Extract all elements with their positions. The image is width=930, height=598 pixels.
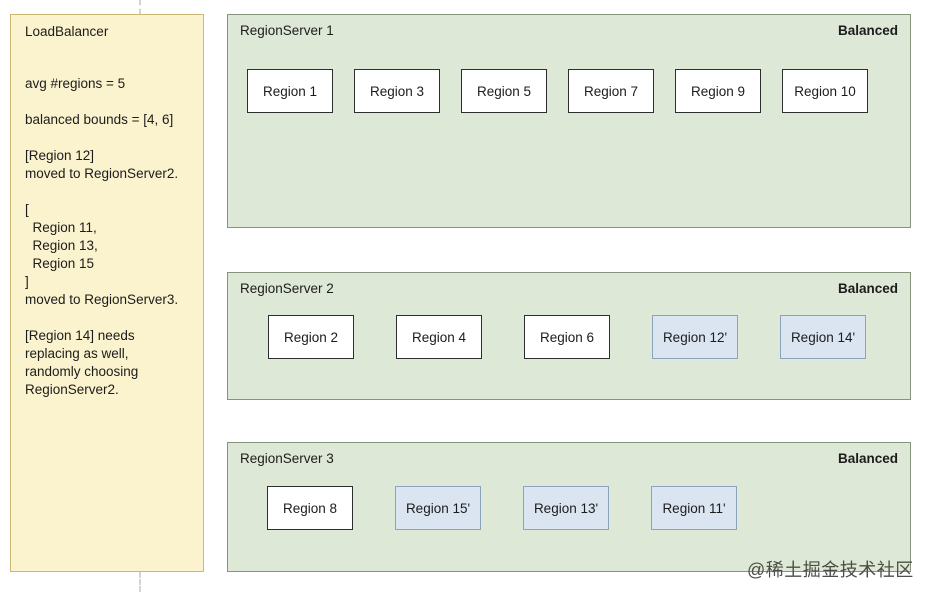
- connector-dashed-line-top: [139, 0, 141, 14]
- note-line: randomly choosing: [25, 364, 139, 379]
- region-box: Region 5: [461, 69, 547, 113]
- regionserver-1-panel: RegionServer 1 Balanced Region 1 Region …: [227, 14, 911, 228]
- server-header: RegionServer 1 Balanced: [228, 15, 910, 38]
- note-line: replacing as well,: [25, 346, 129, 361]
- note-line: [: [25, 202, 29, 217]
- region-row: Region 8 Region 15' Region 13' Region 11…: [267, 486, 737, 530]
- note-line: balanced bounds = [4, 6]: [25, 112, 174, 127]
- note-line: Region 11,: [25, 220, 97, 235]
- region-box: Region 6: [524, 315, 610, 359]
- note-line: Region 13,: [25, 238, 98, 253]
- region-box: Region 7: [568, 69, 654, 113]
- note-paragraph-avg: avg #regions = 5: [25, 75, 193, 93]
- server-status-badge: Balanced: [837, 23, 898, 38]
- note-line: Region 15: [25, 256, 95, 271]
- server-name: RegionServer 1: [240, 23, 334, 38]
- region-box-moved: Region 12': [652, 315, 738, 359]
- region-box: Region 4: [396, 315, 482, 359]
- note-paragraph-bounds: balanced bounds = [4, 6]: [25, 111, 193, 129]
- server-header: RegionServer 2 Balanced: [228, 273, 910, 296]
- note-line: [Region 12]: [25, 148, 95, 163]
- note-line: avg #regions = 5: [25, 76, 126, 91]
- region-box: Region 3: [354, 69, 440, 113]
- note-line: [Region 14] needs: [25, 328, 135, 343]
- region-box: Region 9: [675, 69, 761, 113]
- server-status-badge: Balanced: [837, 451, 898, 466]
- loadbalancer-title: LoadBalancer: [25, 24, 109, 39]
- loadbalancer-panel: LoadBalancer avg #regions = 5 balanced b…: [10, 14, 204, 572]
- server-name: RegionServer 3: [240, 451, 334, 466]
- note-line: ]: [25, 274, 29, 289]
- note-line: moved to RegionServer3.: [25, 292, 179, 307]
- server-status-badge: Balanced: [837, 281, 898, 296]
- watermark: @稀土掘金技术社区: [747, 560, 914, 580]
- region-box: Region 1: [247, 69, 333, 113]
- note-paragraph-region-list: [ Region 11, Region 13, Region 15 ] move…: [25, 201, 193, 309]
- server-header: RegionServer 3 Balanced: [228, 443, 910, 466]
- region-row: Region 2 Region 4 Region 6 Region 12' Re…: [268, 315, 866, 359]
- region-row: Region 1 Region 3 Region 5 Region 7 Regi…: [247, 69, 868, 113]
- note-paragraph-region12: [Region 12] moved to RegionServer2.: [25, 147, 193, 183]
- note-line: RegionServer2.: [25, 382, 119, 397]
- loadbalancer-notes: avg #regions = 5 balanced bounds = [4, 6…: [25, 75, 193, 399]
- region-box-moved: Region 11': [651, 486, 737, 530]
- region-box: Region 2: [268, 315, 354, 359]
- note-paragraph-region14: [Region 14] needs replacing as well, ran…: [25, 327, 193, 399]
- region-box: Region 8: [267, 486, 353, 530]
- note-line: moved to RegionServer2.: [25, 166, 179, 181]
- region-box: Region 10: [782, 69, 868, 113]
- regionserver-2-panel: RegionServer 2 Balanced Region 2 Region …: [227, 272, 911, 400]
- connector-dashed-line-bottom: [139, 572, 141, 592]
- regionserver-3-panel: RegionServer 3 Balanced Region 8 Region …: [227, 442, 911, 572]
- region-box-moved: Region 15': [395, 486, 481, 530]
- server-name: RegionServer 2: [240, 281, 334, 296]
- region-box-moved: Region 13': [523, 486, 609, 530]
- region-box-moved: Region 14': [780, 315, 866, 359]
